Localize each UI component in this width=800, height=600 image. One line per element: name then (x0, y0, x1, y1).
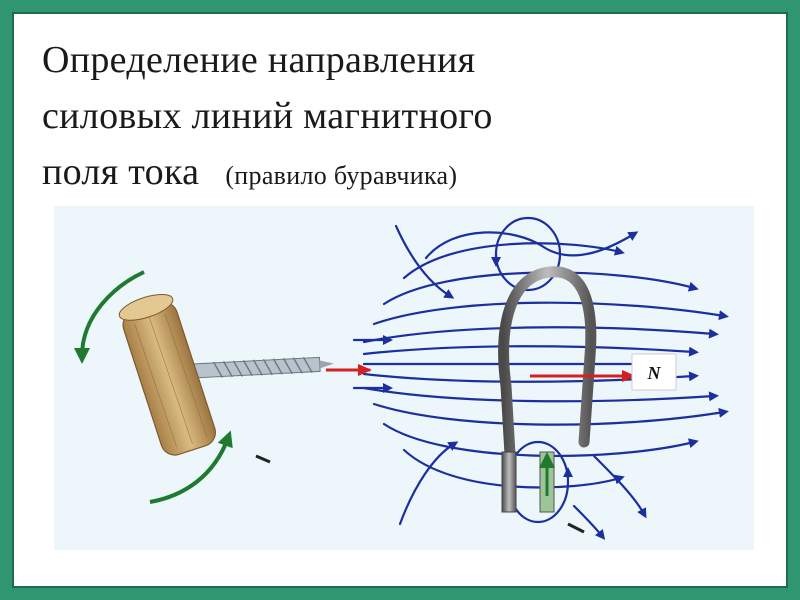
gimlet (118, 294, 334, 456)
slide: Определение направления силовых линий ма… (12, 12, 788, 588)
rotation-arrow-top (74, 270, 145, 364)
field-line (394, 224, 455, 299)
rotation-arrow-bottom (149, 430, 233, 504)
current-loop-coil (498, 266, 597, 534)
field-line (572, 504, 606, 540)
field-line (424, 231, 639, 260)
gimlet-rule-illustration: N (74, 216, 729, 540)
pole-label-n: N (647, 363, 662, 383)
field-line (362, 386, 719, 403)
field-line (402, 242, 625, 280)
north-pole-label: N (631, 353, 677, 391)
field-line (592, 454, 647, 519)
magnetic-field-lines (352, 216, 729, 540)
field-line (362, 326, 719, 344)
gimlet-label-mark (255, 454, 271, 464)
field-line (382, 422, 699, 457)
gimlet-wood-handle (118, 294, 216, 456)
title-line-1: Определение направления (42, 39, 476, 81)
field-line (362, 345, 699, 357)
current-label-mark (567, 522, 585, 534)
field-line (398, 441, 459, 526)
title-line-2: силовых линий магнитного (42, 95, 493, 137)
field-line (372, 402, 729, 426)
slide-title: Определение направления силовых линий ма… (42, 32, 762, 204)
title-line-3: поля тока (42, 151, 200, 193)
gimlet-rule-figure: N (54, 206, 754, 550)
title-subtitle: (правило буравчика) (225, 161, 458, 190)
field-line (372, 301, 729, 326)
field-loop-bottom (506, 440, 570, 524)
